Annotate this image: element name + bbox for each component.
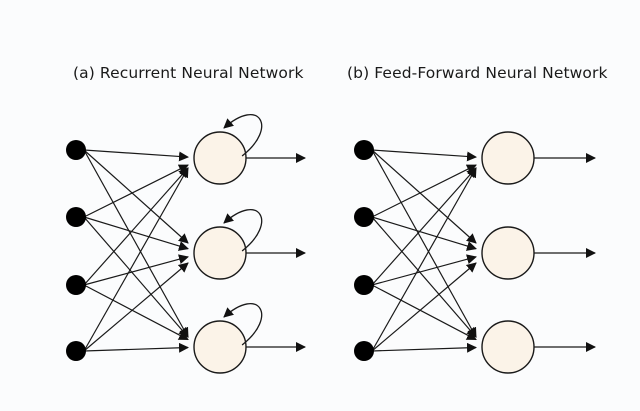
hidden-node: [193, 320, 247, 374]
connection-arrow: [83, 284, 189, 341]
connection-arrow: [83, 342, 189, 353]
connection-arrow: [83, 167, 189, 286]
connection-arrow: [371, 149, 477, 162]
connection-arrow: [83, 216, 189, 251]
connection-arrow: [83, 149, 189, 244]
self-loop-arrow: [223, 114, 263, 157]
input-node: [66, 140, 86, 160]
connection-arrow: [371, 149, 477, 338]
input-node: [66, 341, 86, 361]
connection-arrow: [371, 167, 477, 286]
input-node: [354, 140, 374, 160]
hidden-node: [481, 131, 535, 185]
connection-arrow: [371, 342, 477, 353]
hidden-node: [193, 131, 247, 185]
connection-arrow: [83, 167, 189, 352]
connection-arrow: [371, 167, 477, 352]
panel-a-recurrent-network: [66, 114, 306, 374]
panel-a-title: (a) Recurrent Neural Network: [73, 64, 304, 82]
connection-arrow: [83, 216, 189, 338]
connection-arrow: [83, 149, 189, 338]
connection-arrow: [83, 164, 189, 218]
connection-arrow: [83, 149, 189, 162]
connection-arrow: [371, 164, 477, 218]
self-loop-arrow: [223, 209, 263, 252]
connection-arrow: [371, 216, 477, 338]
connection-arrow: [83, 254, 189, 286]
input-node: [354, 341, 374, 361]
panel-b-title: (b) Feed-Forward Neural Network: [347, 64, 608, 82]
connection-arrow: [83, 262, 189, 352]
hidden-node: [481, 226, 535, 280]
connection-arrow: [371, 254, 477, 286]
input-node: [66, 275, 86, 295]
self-loop-arrow: [223, 303, 263, 346]
input-node: [354, 207, 374, 227]
input-node: [66, 207, 86, 227]
connection-arrow: [371, 262, 477, 352]
hidden-node: [481, 320, 535, 374]
hidden-node: [193, 226, 247, 280]
connection-arrow: [371, 149, 477, 244]
connection-arrow: [371, 216, 477, 251]
connection-arrow: [371, 284, 477, 341]
panel-b-feedforward-network: [354, 131, 596, 374]
input-node: [354, 275, 374, 295]
